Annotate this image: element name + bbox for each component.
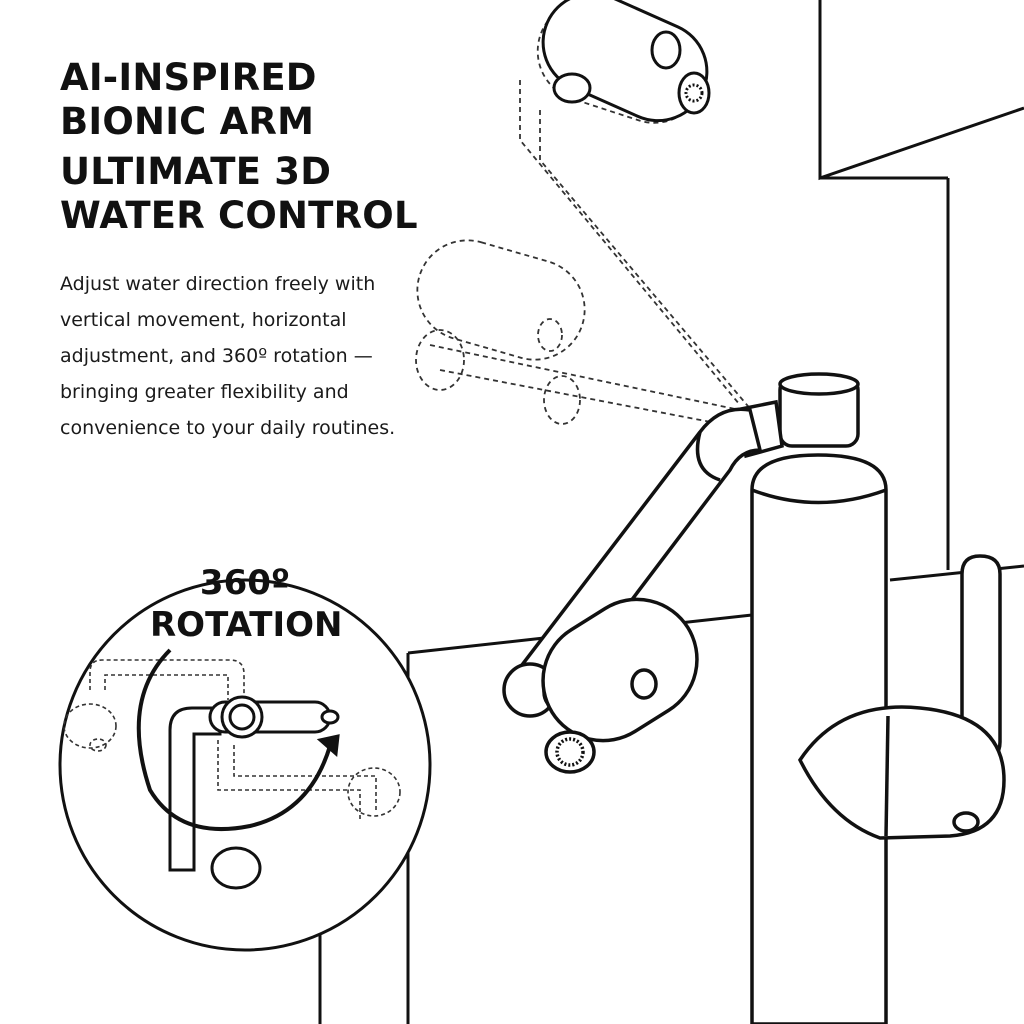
rotation-badge: 360º ROTATION bbox=[150, 562, 343, 646]
rotation-badge-line-2: ROTATION bbox=[150, 605, 343, 645]
rotation-diagram bbox=[58, 578, 432, 952]
top-spray-head bbox=[541, 0, 711, 123]
faucet-body bbox=[750, 372, 1006, 1024]
subheadline: ULTIMATE 3D WATER CONTROL bbox=[60, 150, 418, 238]
headline-line-1: AI-INSPIRED bbox=[60, 56, 317, 99]
subheadline-line-1: ULTIMATE 3D bbox=[60, 150, 332, 193]
bionic-arm bbox=[502, 399, 784, 774]
subheadline-line-2: WATER CONTROL bbox=[60, 194, 418, 237]
headline: AI-INSPIRED BIONIC ARM bbox=[60, 56, 317, 144]
ghost-positions bbox=[415, 0, 759, 429]
rotation-badge-line-1: 360º bbox=[199, 563, 291, 603]
headline-line-2: BIONIC ARM bbox=[60, 100, 315, 143]
feature-description: Adjust water direction freely with verti… bbox=[60, 273, 396, 439]
